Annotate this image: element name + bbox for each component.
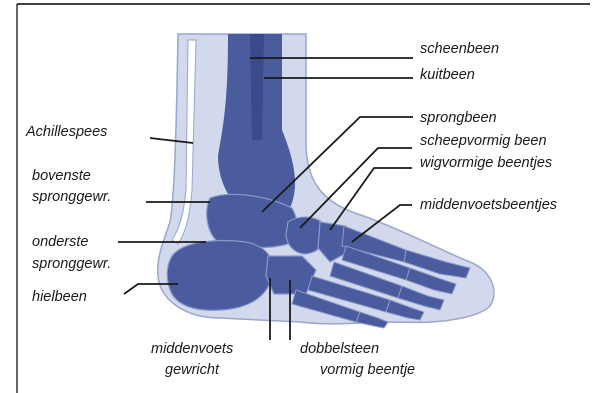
- label-onderste-line2: spronggewr.: [32, 256, 111, 272]
- label-scheepvormig-been: scheepvormig been: [420, 133, 547, 149]
- label-sprongbeen: sprongbeen: [420, 110, 497, 126]
- label-hielbeen: hielbeen: [32, 289, 87, 305]
- label-middenvoets-line2: gewricht: [165, 362, 220, 378]
- label-bovenste-line2: spronggewr.: [32, 189, 111, 205]
- label-middenvoetsbeentjes: middenvoetsbeentjes: [420, 197, 557, 213]
- label-bovenste-line1: bovenste: [32, 168, 91, 184]
- label-scheenbeen: scheenbeen: [420, 41, 499, 57]
- label-achillespees: Achillespees: [25, 124, 107, 140]
- label-middenvoets-line1: middenvoets: [151, 341, 233, 357]
- label-wigvormige-beentjes: wigvormige beentjes: [420, 155, 552, 171]
- label-dobbelsteen-line1: dobbelsteen: [300, 341, 379, 357]
- label-onderste-line1: onderste: [32, 234, 88, 250]
- label-dobbelsteen-line2: vormig beentje: [320, 362, 415, 378]
- fibula-bone: [250, 34, 264, 140]
- label-kuitbeen: kuitbeen: [420, 67, 475, 83]
